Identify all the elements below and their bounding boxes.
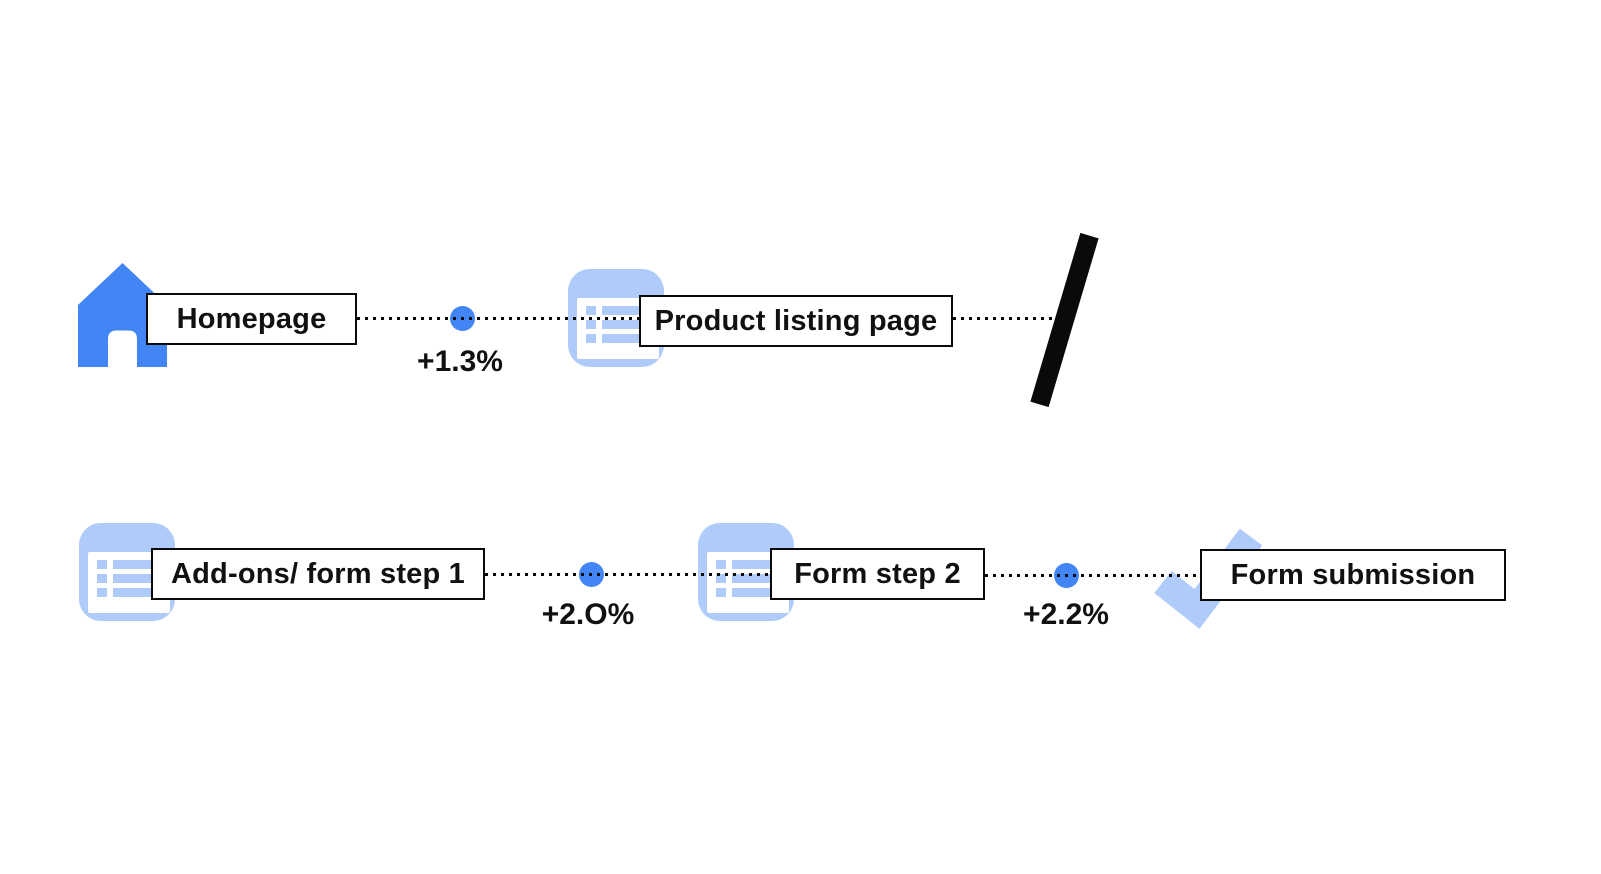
connector-line-3 bbox=[985, 574, 1200, 577]
step-box-homepage: Homepage bbox=[146, 293, 357, 345]
flow-break-slash-icon bbox=[1030, 232, 1099, 408]
connector-line-2 bbox=[485, 573, 770, 576]
conversion-delta-1: +1.3% bbox=[417, 345, 503, 378]
step-box-addons-form-step-1: Add-ons/ form step 1 bbox=[151, 548, 485, 600]
step-box-form-submission: Form submission bbox=[1200, 549, 1506, 601]
conversion-delta-2: +2.O% bbox=[541, 598, 635, 631]
step-box-form-step-2: Form step 2 bbox=[770, 548, 985, 600]
conversion-delta-3: +2.2% bbox=[1023, 598, 1109, 631]
connector-line-1 bbox=[357, 317, 639, 320]
connector-line-break bbox=[953, 317, 1052, 320]
home-icon bbox=[78, 263, 167, 367]
step-box-product-listing-page: Product listing page bbox=[639, 295, 953, 347]
